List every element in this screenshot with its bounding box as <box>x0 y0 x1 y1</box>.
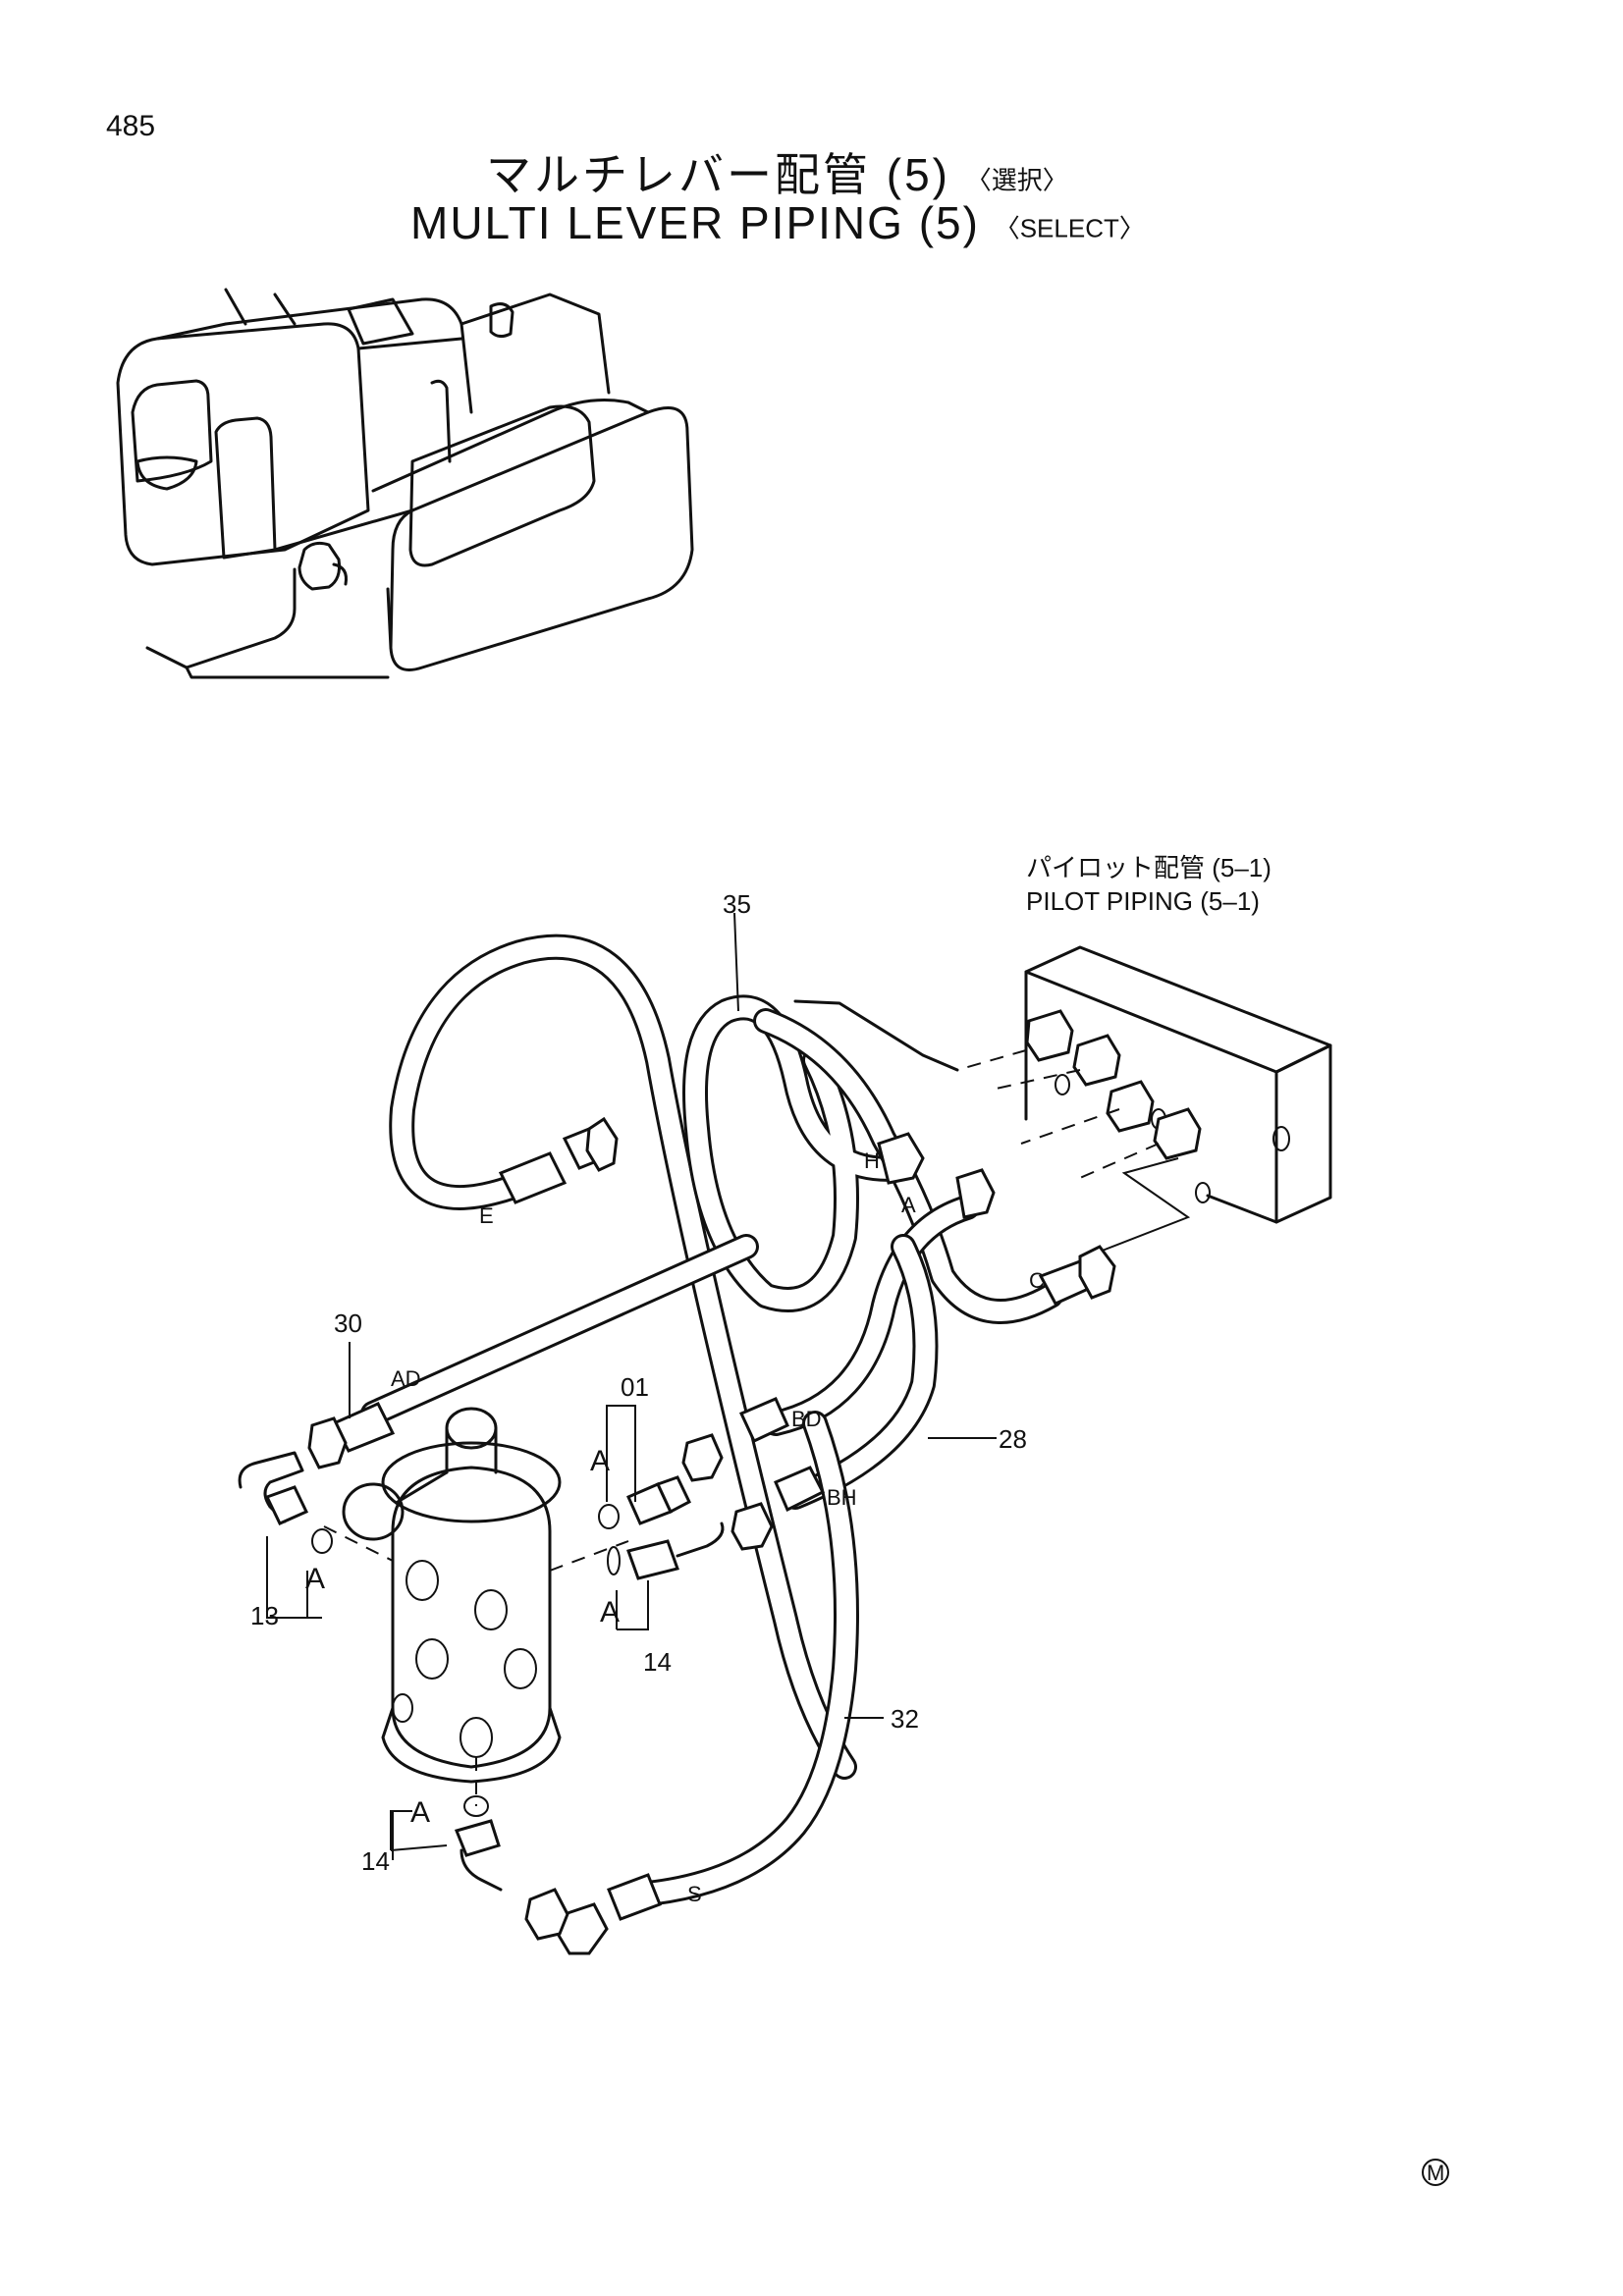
part-label-01: 01 <box>621 1372 649 1402</box>
hose-c <box>753 1008 1063 1324</box>
hose-loop-h <box>682 994 916 1312</box>
part-label-35: 35 <box>723 889 751 919</box>
part-label-13: 13 <box>250 1601 279 1630</box>
hose-28 <box>783 1234 939 1510</box>
page-number: 485 <box>106 110 156 142</box>
ref-label-jp: パイロット配管 (5–1) <box>1026 853 1271 882</box>
port-label-c: C <box>1029 1268 1045 1293</box>
multi-lever-valve <box>323 1407 629 1806</box>
port-label-ad: AD <box>391 1366 421 1391</box>
part-label-30: 30 <box>334 1308 362 1338</box>
m-mark <box>1422 2159 1449 2186</box>
o-ring-13 <box>311 1528 333 1554</box>
port-label-bh: BH <box>827 1485 857 1510</box>
detail-label-a-13: A <box>305 1563 325 1595</box>
m-mark-text: M <box>1427 2161 1444 2185</box>
title-en-text: MULTI LEVER PIPING (5) <box>410 197 980 248</box>
o-ring-01 <box>598 1504 620 1529</box>
hose-32 <box>625 1411 859 1907</box>
hose-35 <box>389 934 857 1780</box>
excavator-overview <box>116 288 694 679</box>
o-ring-14a <box>607 1546 621 1575</box>
part-label-32: 32 <box>891 1704 919 1734</box>
elbow-fitting-14a <box>626 1522 725 1580</box>
port-label-a: A <box>901 1193 916 1217</box>
elbow-fitting-13 <box>238 1451 309 1525</box>
hose-30 <box>360 1234 759 1426</box>
port-label-s: S <box>687 1882 702 1906</box>
pilot-valve-block <box>1024 945 1332 1224</box>
title-jp-note: 〈選択〉 <box>965 165 1068 195</box>
page-title-en: MULTI LEVER PIPING (5) 〈SELECT〉 <box>410 196 1145 249</box>
title-en-note: 〈SELECT〉 <box>994 213 1145 243</box>
page-title-jp: マルチレバー配管 (5) 〈選択〉 <box>486 139 1068 204</box>
part-label-14-lower: 14 <box>361 1846 390 1876</box>
o-ring-14b <box>463 1795 489 1817</box>
ref-label-en: PILOT PIPING (5–1) <box>1026 886 1260 916</box>
port-label-h: H <box>864 1148 880 1173</box>
elbow-fitting-14b <box>454 1819 503 1892</box>
detail-label-a-14-lower: A <box>410 1796 430 1829</box>
detail-label-a-14-upper: A <box>600 1596 620 1629</box>
hose-a <box>763 1195 980 1436</box>
hose-fittings <box>307 1116 1116 1955</box>
port-label-bd: BD <box>791 1407 822 1431</box>
part-label-28: 28 <box>999 1424 1027 1454</box>
detail-label-a-01: A <box>590 1445 610 1477</box>
adapter-01 <box>626 1475 691 1525</box>
part-label-14-upper: 14 <box>643 1647 672 1677</box>
port-label-e: E <box>479 1203 494 1228</box>
title-jp-text: マルチレバー配管 (5) <box>486 149 950 200</box>
